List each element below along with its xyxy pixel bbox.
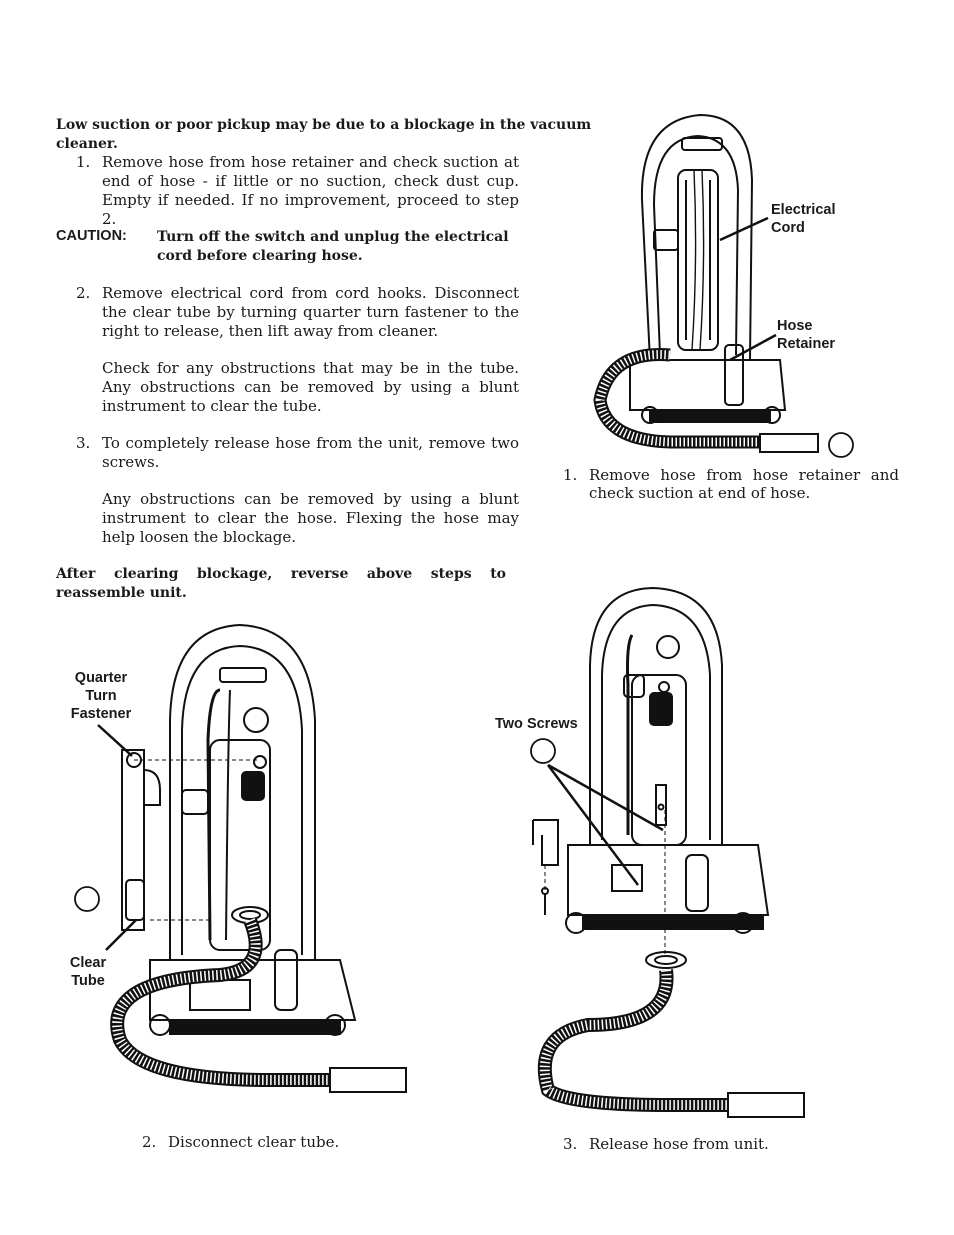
figure-2-caption-number: 2. (142, 1133, 157, 1151)
figure-1-vacuum-illustration (593, 113, 819, 453)
step-3-number: 3. (76, 434, 91, 452)
step-2-number: 2. (76, 284, 91, 302)
hose (110, 917, 330, 1087)
label-two-screws: Two Screws (495, 716, 578, 732)
caution-text: Turn off the switch and unplug the elect… (157, 229, 509, 264)
label-hose-retainer: Hose Retainer (777, 318, 836, 352)
figure-2-caption: Disconnect clear tube. (168, 1133, 340, 1151)
step-2-text: Remove electrical cord from cord hooks. … (102, 284, 519, 340)
hose (593, 348, 760, 449)
figure-2-callout-circle (74, 886, 100, 912)
figure-2-vacuum-illustration (97, 623, 407, 1093)
intro-heading: Low suction or poor pickup may be due to… (56, 117, 592, 152)
figure-3-caption: Release hose from unit. (589, 1135, 769, 1153)
after-note: After clearing blockage, reverse above s… (56, 566, 506, 601)
step-1-number: 1. (76, 153, 91, 171)
hose (537, 969, 728, 1112)
caution-label: CAUTION: (56, 228, 127, 244)
label-electrical-cord: Electrical Cord (771, 202, 836, 236)
figure-1-callout-circle (828, 432, 854, 458)
figure-3-callout-circle (530, 738, 556, 764)
step-2-note: Check for any obstructions that may be i… (102, 359, 519, 415)
step-1-text: Remove hose from hose retainer and check… (102, 153, 519, 228)
figure-1-caption-number: 1. (563, 466, 578, 484)
step-3-note: Any obstructions can be removed by using… (102, 490, 519, 546)
step-3-text: To completely release hose from the unit… (102, 434, 519, 471)
figure-3-caption-number: 3. (563, 1135, 578, 1153)
figure-1-caption: Remove hose from hose retainer and check… (589, 466, 899, 502)
label-clear-tube: Clear Tube (69, 955, 107, 989)
figure-3-vacuum-illustration (532, 586, 805, 1118)
label-quarter-turn-fastener: Quarter Turn Fastener (70, 670, 132, 722)
